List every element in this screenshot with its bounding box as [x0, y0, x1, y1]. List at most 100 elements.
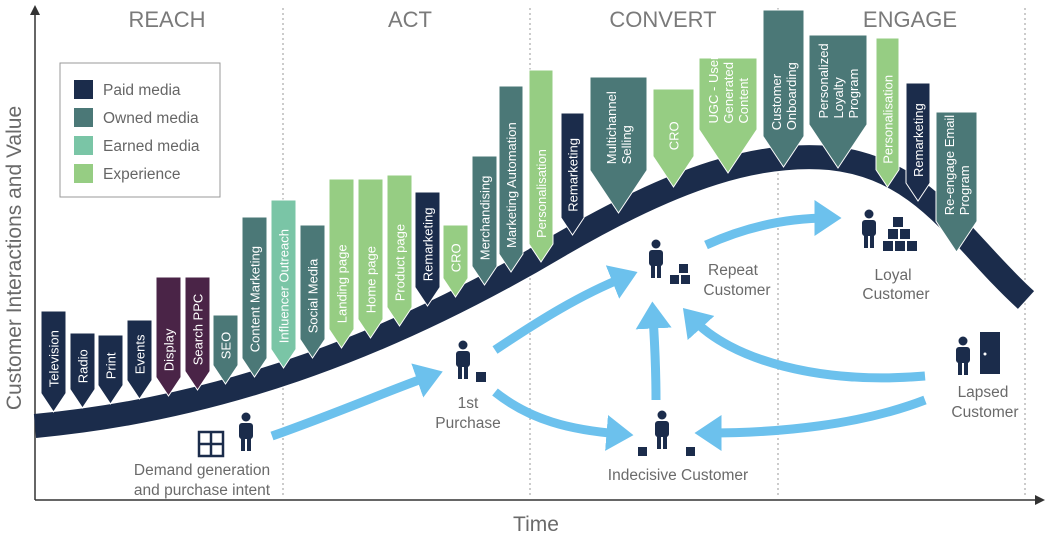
- legend-swatch-paid: [74, 80, 93, 99]
- tag-shape: [270, 199, 297, 369]
- person-icon-first-purchase: [456, 340, 470, 379]
- tag-shape: [241, 216, 268, 378]
- tag-personalisation: Personalisation: [528, 69, 554, 263]
- tag-label: Selling: [619, 125, 634, 164]
- tag-shape: [155, 276, 182, 397]
- tag-shape: [935, 111, 978, 253]
- legend-label-paid: Paid media: [103, 82, 181, 99]
- tag-product-page: Product page: [386, 174, 413, 327]
- label-lapsed-1: Lapsed: [958, 384, 1009, 401]
- tag-shape: [875, 37, 900, 188]
- tag-label: Remarketing: [566, 138, 581, 212]
- stage-reach: REACH: [128, 7, 205, 32]
- arrow-repeat-to-loyal: [704, 200, 842, 250]
- tag-label: Program: [846, 69, 861, 119]
- tag-remarketing: Remarketing: [905, 82, 931, 202]
- box-icon: [888, 229, 898, 239]
- label-demand-2: and purchase intent: [134, 482, 271, 499]
- tag-shape: [299, 224, 326, 359]
- window-icon: [197, 430, 225, 458]
- touchpoint-tags: Television Radio Print Events Display Search …: [40, 9, 978, 413]
- label-repeat-1: Repeat: [708, 262, 759, 279]
- label-first-1: 1st: [458, 395, 479, 412]
- arrow-lapsed-to-repeat: [682, 307, 926, 383]
- tag-label: Content: [736, 78, 751, 124]
- tag-label: Product page: [393, 224, 408, 301]
- tag-label: Customer: [769, 73, 784, 130]
- tag-shape: [471, 155, 498, 286]
- x-axis-title: Time: [513, 513, 559, 536]
- tag-shape: [414, 191, 441, 307]
- tag-label: Loyalty: [831, 77, 846, 119]
- tag-label: Personalisation: [534, 149, 549, 238]
- label-demand-1: Demand generation: [134, 462, 270, 479]
- y-axis-title: Customer Interactions and Value: [3, 106, 26, 410]
- tag-label: Display: [162, 328, 177, 371]
- tag-label: Television: [47, 330, 62, 387]
- tag-search-ppc: Search PPC: [184, 276, 211, 391]
- tag-label: UGC - User: [706, 55, 721, 124]
- tag-label: Re-engage Email: [942, 115, 957, 216]
- label-lapsed-2: Customer: [951, 404, 1018, 421]
- tag-shape: [69, 332, 96, 409]
- arrow-indecisive-to-repeat: [635, 301, 672, 401]
- tag-shape: [386, 174, 413, 327]
- tag-label: Remarketing: [911, 103, 926, 177]
- label-repeat-2: Customer: [703, 282, 770, 299]
- tag-label: Print: [104, 352, 119, 379]
- tag-influencer-outreach: Influencer Outreach: [270, 199, 297, 369]
- person-icon-repeat: [649, 239, 663, 278]
- box-icon: [883, 241, 893, 251]
- tag-label: Marketing Automation: [504, 122, 519, 248]
- tag-shape: [212, 314, 239, 385]
- tag-shape: [560, 112, 585, 236]
- tag-label: Social Media: [306, 258, 321, 333]
- arrow-first-to-repeat: [492, 265, 638, 354]
- tag-shape: [97, 334, 124, 405]
- tag-label: Events: [133, 334, 148, 374]
- tag-shape: [498, 85, 524, 273]
- tag-shape: [40, 310, 67, 413]
- tag-social-media: Social Media: [299, 224, 326, 359]
- box-icon: [670, 275, 679, 284]
- tag-label: Multichannel: [604, 91, 619, 164]
- person-icon-demand: [239, 412, 253, 451]
- tag-content-marketing: Content Marketing: [241, 216, 268, 378]
- tag-shape: [808, 34, 868, 169]
- label-loyal-2: Customer: [862, 286, 929, 303]
- box-icon: [895, 241, 905, 251]
- legend-label-earned: Earned media: [103, 138, 200, 155]
- tag-personalisation: Personalisation: [875, 37, 900, 188]
- door-icon: [980, 332, 1000, 374]
- label-loyal-1: Loyal: [874, 267, 911, 284]
- arrow-lapsed-to-indecisive: [694, 395, 927, 451]
- box-icon: [638, 447, 647, 456]
- tag-landing-page: Landing page: [328, 178, 355, 349]
- tag-display: Display: [155, 276, 182, 397]
- tag-shape: [589, 76, 648, 214]
- tag-label: Search PPC: [191, 294, 206, 366]
- tag-events: Events: [126, 319, 153, 400]
- tag-label: Influencer Outreach: [277, 229, 292, 343]
- tag-shape: [357, 178, 384, 339]
- tag-shape: [528, 69, 554, 263]
- tag-television: Television: [40, 310, 67, 413]
- tag-label: Generated: [721, 62, 736, 123]
- tag-shape: [328, 178, 355, 349]
- tag-label: CRO: [667, 121, 682, 150]
- tag-label: Onboarding: [784, 62, 799, 130]
- box-icon: [893, 217, 903, 227]
- tag-remarketing: Remarketing: [560, 112, 585, 236]
- tag-shape: [184, 276, 211, 391]
- tag-shape: [905, 82, 931, 202]
- tag-cro: CRO: [652, 88, 695, 188]
- tag-label: Radio: [76, 349, 91, 383]
- tag-remarketing: Remarketing: [414, 191, 441, 307]
- box-icon: [681, 275, 690, 284]
